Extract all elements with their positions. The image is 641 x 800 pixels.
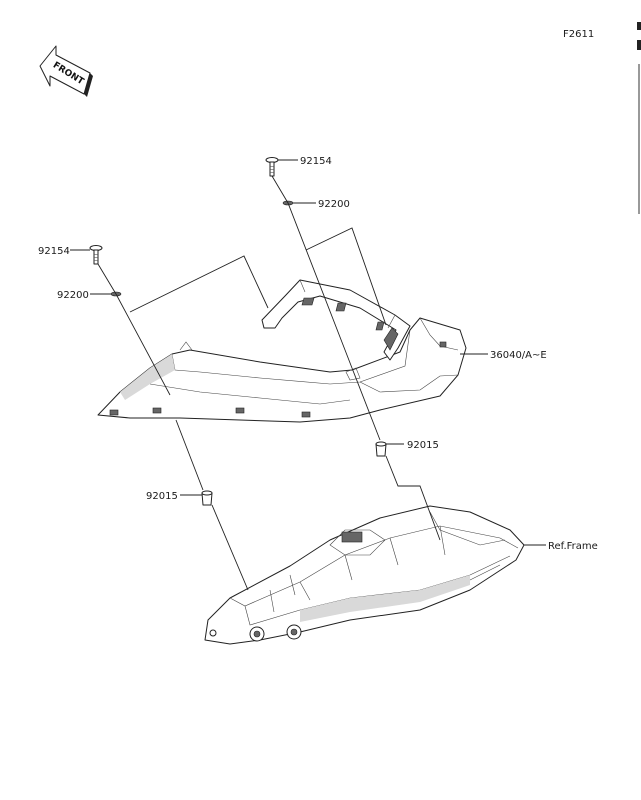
callout-cover: 36040/A~E [490, 350, 547, 361]
callout-grommet-right: 92015 [407, 440, 439, 451]
rear-frame [204, 505, 525, 645]
edge-mark [638, 64, 640, 214]
callout-washer-upper: 92200 [318, 199, 350, 210]
figure-code: F2611 [563, 29, 594, 40]
callout-bolt-upper: 92154 [300, 156, 332, 167]
callout-bolt-left: 92154 [38, 246, 70, 257]
bolt-left [89, 245, 103, 265]
grommet-right [375, 441, 387, 457]
grommet-left [201, 490, 213, 506]
bolt-upper [265, 157, 279, 177]
assembly-lines [70, 159, 546, 591]
front-arrow-icon: FRONT [39, 45, 93, 97]
seat-cover [97, 279, 467, 423]
edge-mark [637, 40, 641, 50]
callout-frame: Ref.Frame [548, 541, 598, 552]
callout-washer-left: 92200 [57, 290, 89, 301]
callout-grommet-left: 92015 [146, 491, 178, 502]
edge-mark [637, 22, 641, 30]
